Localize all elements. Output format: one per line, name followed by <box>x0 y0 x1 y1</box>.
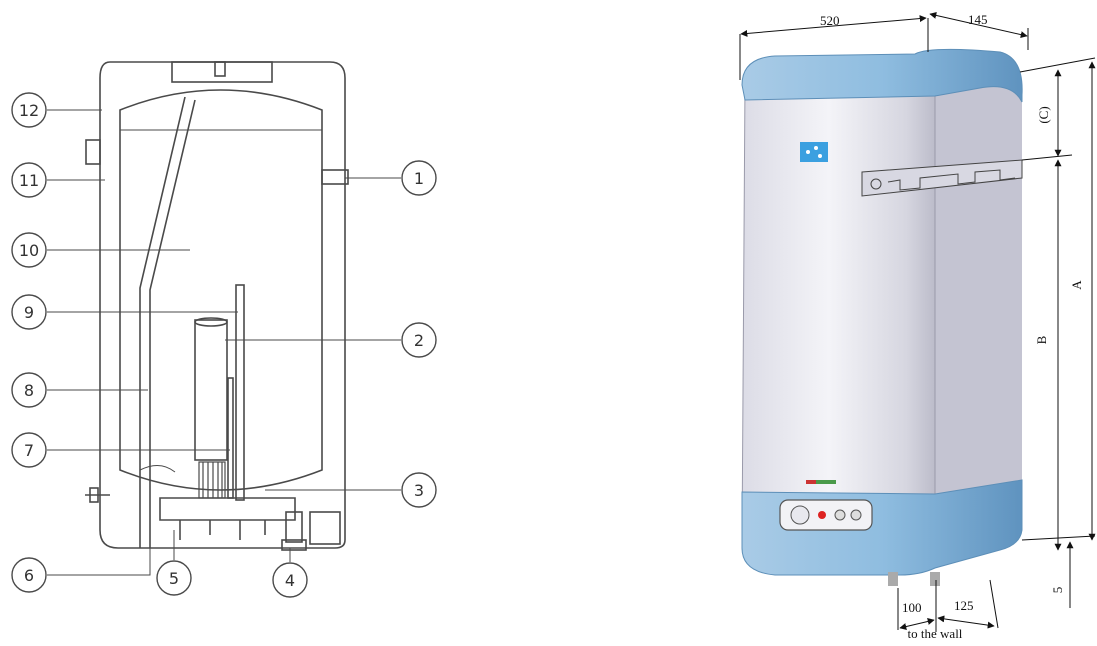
indicator-light <box>818 511 826 519</box>
anode-rod <box>227 377 234 499</box>
svg-text:6: 6 <box>24 566 34 585</box>
bottom-flange <box>159 497 296 521</box>
callout-3: 3 <box>401 472 437 508</box>
side-box <box>309 511 341 545</box>
side-fitting <box>85 139 101 165</box>
callout-10: 10 <box>11 232 47 268</box>
to-the-wall-note: to the wall <box>908 626 963 641</box>
top-nozzle <box>214 61 226 77</box>
svg-text:10: 10 <box>19 241 39 260</box>
callout-12: 12 <box>11 92 47 128</box>
safety-valve <box>85 487 110 503</box>
callout-2: 2 <box>401 322 437 358</box>
cutaway-diagram <box>85 61 349 551</box>
dim-c-label: (C) <box>1036 106 1051 123</box>
dim-bottom-gap-label: 5 <box>1050 587 1065 594</box>
dim-width-label: 520 <box>820 13 840 28</box>
callout-6: 6 <box>11 557 47 593</box>
dim-right-offset-label: 125 <box>954 598 974 613</box>
svg-text:8: 8 <box>24 381 34 400</box>
callout-leaders <box>47 109 401 576</box>
bottom-connection <box>888 572 898 586</box>
svg-text:1: 1 <box>414 169 424 188</box>
brand-logo <box>800 142 828 162</box>
dim-left-offset-label: 100 <box>902 600 922 615</box>
svg-text:2: 2 <box>414 331 424 350</box>
callout-4: 4 <box>272 562 308 598</box>
top-fitting <box>171 61 273 83</box>
inlet-pipe <box>149 99 196 548</box>
heating-element <box>194 319 228 461</box>
dimension-lines <box>739 11 1096 632</box>
mounting-bracket <box>861 159 1023 197</box>
heater-render <box>741 48 1023 586</box>
callout-7: 7 <box>11 432 47 468</box>
callout-11: 11 <box>11 162 47 198</box>
element-coil <box>198 461 226 499</box>
control-knob <box>790 505 810 525</box>
thermostat-tube <box>235 284 245 501</box>
dim-depth-label: 145 <box>968 12 988 27</box>
outlet-pipe <box>321 169 349 185</box>
svg-text:9: 9 <box>24 303 34 322</box>
top-cap <box>741 48 1023 103</box>
heater-side-face <box>925 68 1022 560</box>
svg-text:12: 12 <box>19 101 39 120</box>
outer-casing <box>99 61 346 549</box>
dim-a-label: A <box>1069 280 1084 290</box>
status-strip <box>806 480 836 484</box>
inner-tank <box>119 89 323 491</box>
svg-text:3: 3 <box>414 481 424 500</box>
svg-text:5: 5 <box>169 569 179 588</box>
callout-9: 9 <box>11 294 47 330</box>
svg-text:7: 7 <box>24 441 34 460</box>
svg-text:4: 4 <box>285 571 295 590</box>
drain-valve <box>285 511 303 543</box>
svg-text:11: 11 <box>19 171 39 190</box>
callout-1: 1 <box>401 160 437 196</box>
dim-b-label: B <box>1034 335 1049 344</box>
callout-8: 8 <box>11 372 47 408</box>
callout-5: 5 <box>156 560 192 596</box>
